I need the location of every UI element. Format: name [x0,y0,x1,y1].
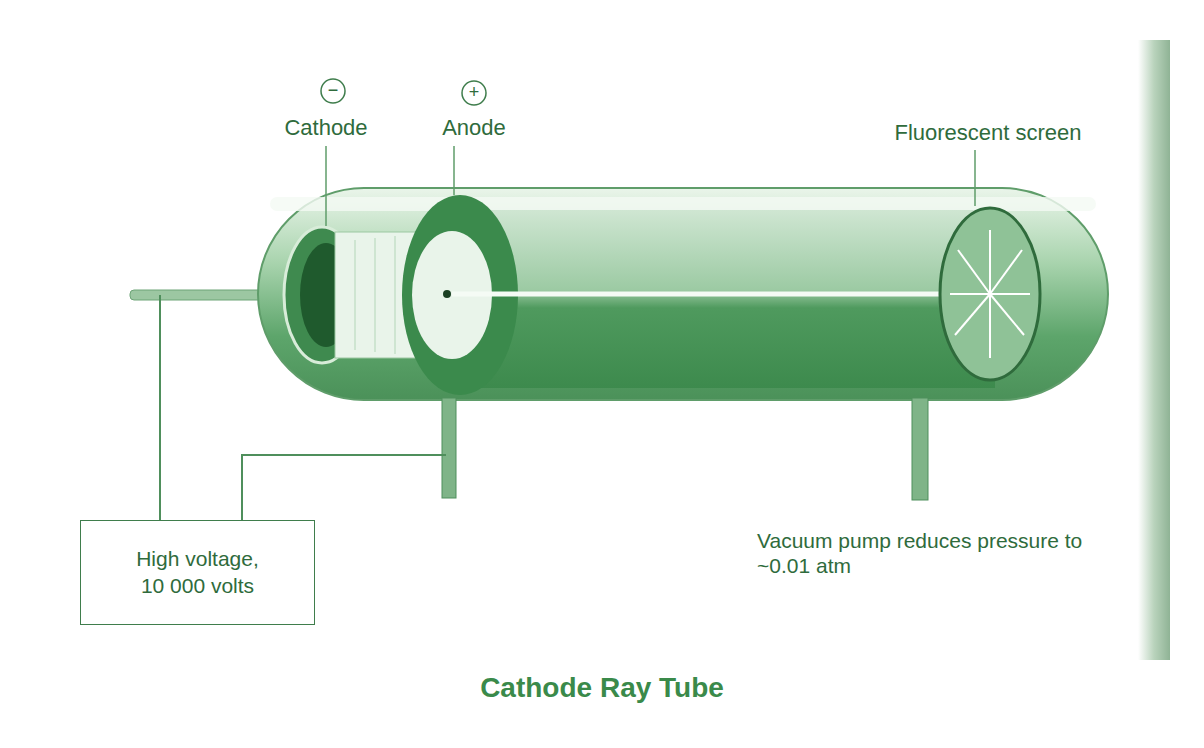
note-text: Vacuum pump reduces pressure to ~0.01 at… [757,528,1087,578]
fluorescent-screen [940,208,1040,380]
leader-line [325,146,327,226]
glass-tube [258,188,1108,400]
power-supply-box: High voltage, 10 000 volts [80,520,315,625]
wire [159,295,161,520]
part-label: Fluorescent screen [894,120,1081,146]
polarity-sign: + [469,82,480,104]
anode-hole [443,290,451,298]
part-label: Cathode [284,115,367,141]
electron-beam [452,292,995,297]
part-label: Anode [442,115,506,141]
polarity-circle [321,79,345,103]
pump-pipe [912,398,928,500]
polarity-circle [462,81,486,105]
wire [242,455,446,520]
caption: Cathode Ray Tube [480,672,724,704]
glow-rays [950,230,1030,358]
inner-chamber [460,210,995,388]
glass-highlight [270,197,1096,211]
polarity-sign: − [328,80,339,102]
box-text: High voltage, 10 000 volts [123,546,273,599]
leader-line [974,150,976,206]
leader-line [453,146,455,195]
page-shadow [1138,40,1170,660]
anode-stand [442,398,456,498]
